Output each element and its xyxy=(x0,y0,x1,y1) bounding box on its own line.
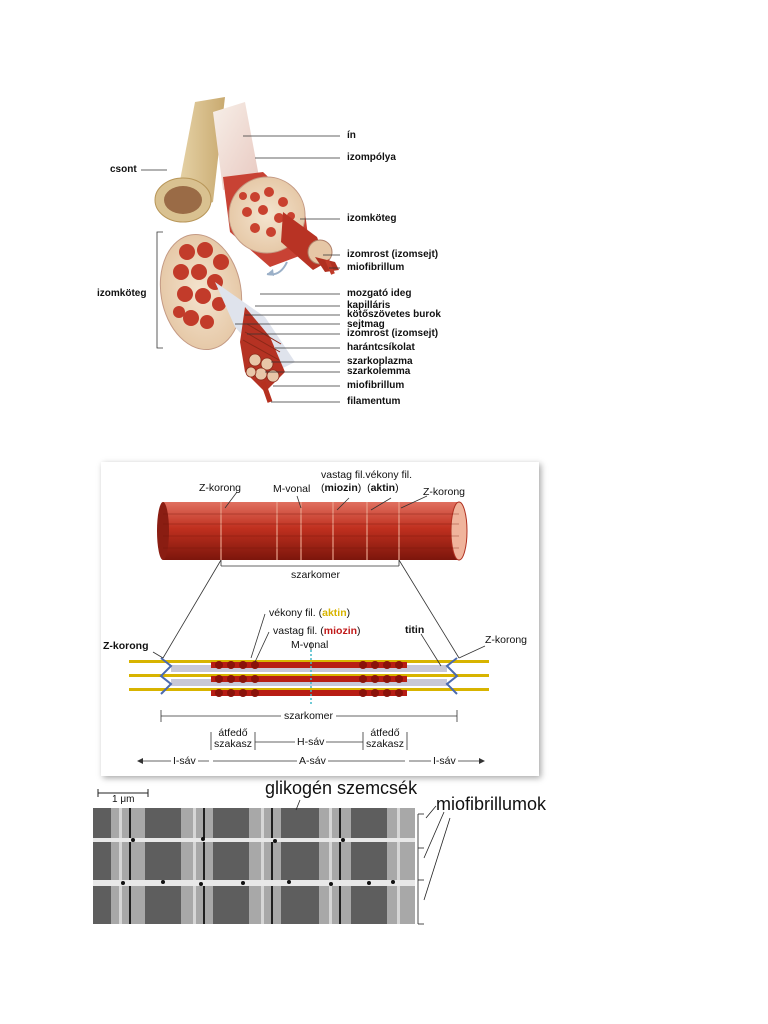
label-a-sav: A-sáv xyxy=(297,755,328,767)
label-m-vonal-top: M-vonal xyxy=(273,483,311,495)
label-atfedo-right: átfedő szakasz xyxy=(365,728,405,750)
label-miofibrillum-2: miofibrillum xyxy=(347,380,405,391)
scale-bar-label: 1 μm xyxy=(112,794,135,805)
vekony-fil-text: vékony fil. xyxy=(365,469,413,481)
atfedo-line2-right: szakasz xyxy=(366,738,404,750)
label-miofibrillum: miofibrillum xyxy=(347,262,405,273)
label-titin: titin xyxy=(405,624,425,636)
miozin-text-bottom: miozin xyxy=(323,625,358,637)
label-szarkomer-top: szarkomer xyxy=(291,569,341,581)
sarcomere-figure: Z-korong M-vonal vastag fil. vékony fil. … xyxy=(101,462,539,776)
label-kotoszovetes-burok: kötőszövetes burok xyxy=(347,309,441,320)
paren-close-2: ) xyxy=(357,625,361,637)
label-izomrost-2: izomrost (izomsejt) xyxy=(347,328,439,339)
label-kapillaris: kapilláris xyxy=(347,300,391,311)
micrograph-figure: 1 μm glikogén szemcsék miofibrillumok xyxy=(90,778,560,928)
label-szarkolemma: szarkolemma xyxy=(347,366,411,377)
label-in: ín xyxy=(347,130,356,141)
label-izomrost: izomrost (izomsejt) xyxy=(347,249,439,260)
vastag-fil-text: vastag fil. xyxy=(321,469,366,481)
vekony-fil-prefix: vékony fil. ( xyxy=(269,607,323,619)
label-sejtmag: sejtmag xyxy=(347,319,385,330)
atfedo-line1-left: átfedő xyxy=(218,727,248,739)
label-z-korong-top-right: Z-korong xyxy=(423,486,466,498)
paren-close: ) xyxy=(346,607,351,619)
label-z-korong-top-left: Z-korong xyxy=(199,482,242,494)
label-harantcsikolat: harántcsíkolat xyxy=(347,342,415,353)
label-z-korong-bottom-left: Z-korong xyxy=(103,640,149,652)
scale-bar xyxy=(97,789,149,797)
atfedo-line2-left: szakasz xyxy=(214,738,252,750)
label-filamentum: filamentum xyxy=(347,396,401,407)
label-atfedo-left: átfedő szakasz xyxy=(213,728,253,750)
label-szarkoplazma: szarkoplazma xyxy=(347,356,413,367)
label-izomkoteg-right: izomköteg xyxy=(347,213,397,224)
label-csont: csont xyxy=(110,164,137,175)
label-miozin-aktin-top: (miozin) (aktin) xyxy=(321,482,399,494)
label-z-korong-bottom-right: Z-korong xyxy=(485,634,528,646)
label-szarkomer-bottom: szarkomer xyxy=(281,710,337,722)
label-vastag-fil-bottom: vastag fil. (miozin) xyxy=(273,625,361,637)
label-h-sav: H-sáv xyxy=(295,736,327,748)
miozin-text-top: miozin xyxy=(324,482,358,494)
muscle-anatomy-figure: ín izompólya izomköteg izomrost (izomsej… xyxy=(95,92,441,412)
label-vekony-fil-bottom: vékony fil. (aktin) xyxy=(269,607,350,619)
muscle-anatomy-illustration xyxy=(141,97,340,403)
label-i-sav-left: I-sáv xyxy=(171,755,198,767)
label-i-sav-right: I-sáv xyxy=(431,755,458,767)
label-mozgato-ideg: mozgató ideg xyxy=(347,288,412,299)
label-miofibrillumok: miofibrillumok xyxy=(436,794,547,814)
aktin-text-top: aktin xyxy=(370,482,396,494)
electron-micrograph xyxy=(93,808,415,924)
label-izompolya: izompólya xyxy=(347,152,396,163)
sarcomere-illustration xyxy=(129,491,489,764)
label-m-vonal-bottom: M-vonal xyxy=(291,639,329,651)
atfedo-line1-right: átfedő xyxy=(370,727,400,739)
micrograph-image xyxy=(93,808,415,924)
aktin-text-bottom: aktin xyxy=(322,607,347,619)
label-glikogen: glikogén szemcsék xyxy=(265,778,418,798)
label-vastag-fil-top: vastag fil.vékony fil. xyxy=(321,469,412,481)
label-izomkoteg-left: izomköteg xyxy=(97,288,147,299)
vastag-fil-prefix: vastag fil. ( xyxy=(273,625,324,637)
